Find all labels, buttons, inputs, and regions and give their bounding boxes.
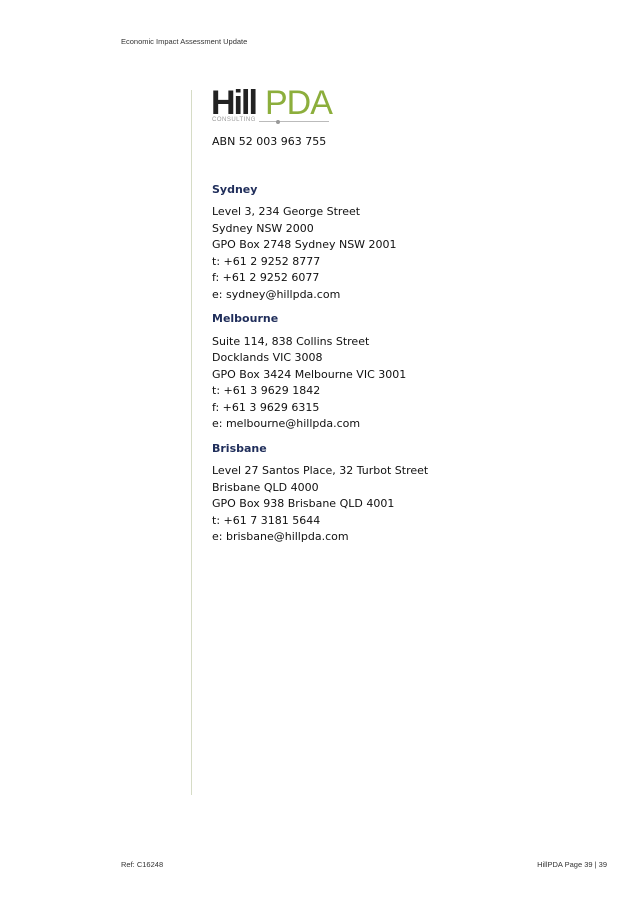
address-line: f: +61 2 9252 6077 [212,271,320,284]
running-header: Economic Impact Assessment Update [121,37,248,46]
address-line: GPO Box 2748 Sydney NSW 2001 [212,238,397,251]
address-line: t: +61 3 9629 1842 [212,384,321,397]
address-line: t: +61 7 3181 5644 [212,513,321,527]
office-heading: Brisbane [212,441,267,455]
hillpda-logo: Hill PDA CONSULTING [211,84,333,126]
office-heading: Sydney [212,182,258,196]
abn-number: ABN 52 003 963 755 [212,135,327,148]
address-line: Docklands VIC 3008 [212,351,323,364]
office-heading: Melbourne [212,312,279,325]
address-line: t: +61 2 9252 8777 [212,254,321,268]
logo-tagline: CONSULTING [212,117,256,123]
address-line: GPO Box 3424 Melbourne VIC 3001 [212,367,407,381]
address-line: GPO Box 938 Brisbane QLD 4001 [212,497,395,510]
logo-text-light: PDA [265,84,333,122]
address-line: Sydney NSW 2000 [212,221,314,235]
logo-dot [276,119,280,124]
address-line: Level 3, 234 George Street [212,205,361,218]
address-line: Suite 114, 838 Collins Street [212,334,370,348]
footer-reference: Ref: C16248 [121,860,164,869]
email-line[interactable]: e: sydney@hillpda.com [212,287,341,301]
address-line: f: +61 3 9629 6315 [212,400,320,414]
footer-page-number: HillPDA Page 39 | 39 [537,860,607,869]
email-line[interactable]: e: melbourne@hillpda.com [212,417,361,430]
address-line: Level 27 Santos Place, 32 Turbot Street [212,464,429,477]
email-line[interactable]: e: brisbane@hillpda.com [212,530,349,543]
margin-divider [191,90,192,795]
address-line: Brisbane QLD 4000 [212,480,319,494]
logo-text-dark: Hill [211,84,258,122]
logo-rule [259,121,329,122]
